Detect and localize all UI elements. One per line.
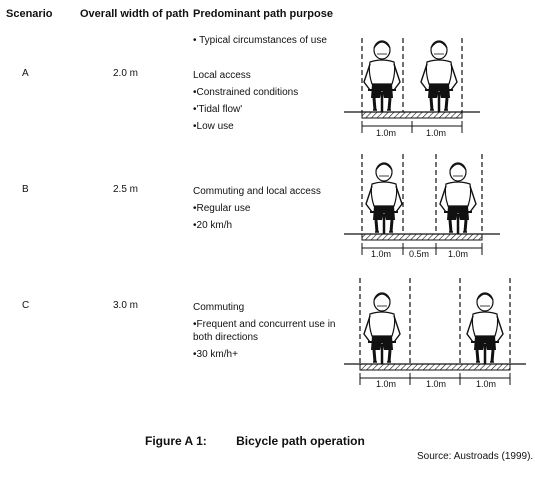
scenario-a-use-1: •Constrained conditions (193, 87, 299, 98)
dim-label: 1.0m (376, 128, 396, 138)
dim-label: 1.0m (448, 249, 468, 258)
cyclist-icon (438, 161, 478, 236)
scenario-b-purpose: Commuting and local access •Regular use … (193, 185, 353, 236)
cyclist-icon (465, 291, 505, 366)
cyclist-icon (362, 39, 402, 114)
dim-label: 1.0m (371, 249, 391, 258)
scenario-b-label: B (22, 184, 29, 195)
scenario-c-label: C (22, 300, 30, 311)
dim-label: 1.0m (426, 128, 446, 138)
cyclist-icon (362, 291, 402, 366)
scenario-b-purpose-title: Commuting and local access (193, 186, 321, 197)
scenario-a-purpose: Local access •Constrained conditions •'T… (193, 69, 353, 137)
typical-use-note: • Typical circumstances of use (193, 35, 327, 46)
scenario-c-purpose-title: Commuting (193, 302, 245, 313)
header-width: Overall width of path (80, 8, 189, 20)
dim-label: 1.0m (426, 379, 446, 389)
source-note: Source: Austroads (1999). (417, 451, 534, 462)
cyclist-icon (364, 161, 404, 236)
header-purpose: Predominant path purpose (193, 8, 333, 20)
header-scenario: Scenario (6, 8, 53, 20)
scenario-b-use-2: •20 km/h (193, 220, 233, 231)
scenario-a-label: A (22, 68, 29, 79)
dim-label: 1.0m (376, 379, 396, 389)
scenario-b-width: 2.5 m (113, 184, 139, 195)
scenario-b-use-1: •Regular use (193, 203, 251, 214)
scenario-a-use-3: •Low use (193, 121, 234, 132)
scenario-a-purpose-title: Local access (193, 70, 251, 81)
figure-caption: Figure A 1: Bicycle path operation (145, 434, 365, 448)
dim-label: 1.0m (476, 379, 496, 389)
dim-label: 0.5m (409, 249, 429, 258)
scenario-a-use-2: •'Tidal flow' (193, 104, 243, 115)
scenario-c-width: 3.0 m (113, 300, 139, 311)
scenario-c-diagram: 1.0m 1.0m 1.0m (344, 278, 526, 389)
scenario-a-diagram: 1.0m 1.0m (344, 38, 480, 138)
scenario-c-purpose: Commuting •Frequent and concurrent use i… (193, 301, 353, 365)
figure-title: Bicycle path operation (236, 434, 365, 448)
scenario-c-use-1: •Frequent and concurrent use in both dir… (193, 319, 336, 343)
figure-label: Figure A 1: (145, 434, 207, 448)
scenario-c-use-2: •30 km/h+ (193, 349, 238, 360)
scenario-a-width: 2.0 m (113, 68, 139, 79)
scenario-b-diagram: 1.0m 0.5m 1.0m (344, 154, 500, 258)
cyclist-icon (419, 39, 459, 114)
